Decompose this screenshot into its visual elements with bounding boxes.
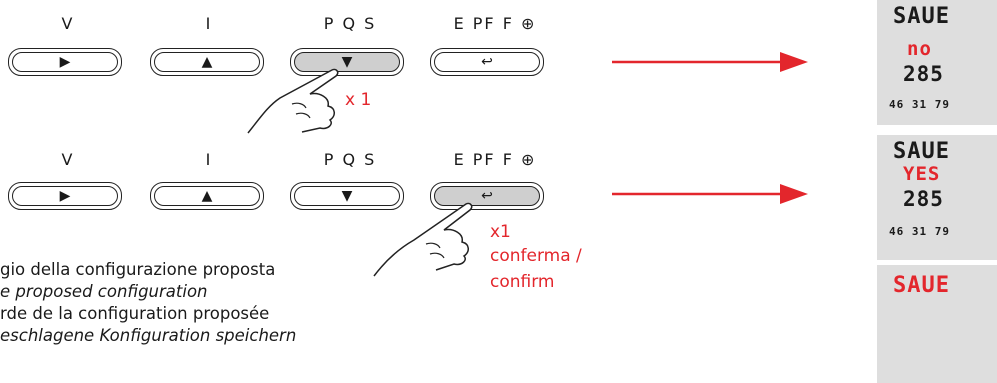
label-epf-row2: E PF F ⊕ [453, 150, 537, 169]
hand-pointer-icon [247, 68, 339, 134]
label-epf-row1: E PF F ⊕ [453, 14, 537, 33]
lcd-line2: no [907, 38, 932, 60]
label-pqs-row1: P Q S [323, 14, 377, 33]
button-enter[interactable]: ↩ [430, 48, 544, 76]
lcd-line1: SAUE [893, 139, 950, 164]
lcd-display-1: SAUE no 285 46 31 79 [877, 0, 997, 125]
lcd-display-2: SAUE YES 285 46 31 79 [877, 135, 997, 260]
up-arrow-icon: ▲ [201, 54, 213, 70]
play-icon: ▶ [59, 188, 71, 204]
arrow-right-icon [612, 52, 808, 72]
label-i-row2: I [205, 150, 213, 169]
caption-de: eschlagene Konfiguration speichern [0, 326, 297, 345]
button-pqs-2[interactable]: ▼ [290, 182, 404, 210]
press-count-2: x1 [490, 222, 511, 242]
enter-icon: ↩ [481, 188, 493, 204]
button-v-2[interactable]: ▶ [8, 182, 122, 210]
lcd-line2: YES [903, 163, 941, 185]
label-pqs-row2: P Q S [323, 150, 377, 169]
caption-en: e proposed configuration [0, 282, 208, 301]
label-v-row2: V [61, 150, 75, 169]
arrow-right-icon [612, 184, 808, 204]
button-enter-2[interactable]: ↩ [430, 182, 544, 210]
hand-pointer-icon [373, 202, 473, 277]
lcd-line1: SAUE [893, 273, 950, 298]
up-arrow-icon: ▲ [201, 188, 213, 204]
button-i[interactable]: ▲ [150, 48, 264, 76]
lcd-line3: 285 [903, 62, 944, 86]
lcd-line1: SAUE [893, 4, 950, 29]
lcd-line4: 46 31 79 [889, 225, 950, 238]
play-icon: ▶ [59, 54, 71, 70]
button-v[interactable]: ▶ [8, 48, 122, 76]
confirm-label-en: confirm [490, 272, 555, 292]
enter-icon: ↩ [481, 54, 493, 70]
label-v-row1: V [61, 14, 75, 33]
caption-it: gio della configurazione proposta [0, 260, 276, 279]
confirm-label-it: conferma / [490, 246, 582, 266]
button-pqs[interactable]: ▼ [290, 48, 404, 76]
label-i-row1: I [205, 14, 213, 33]
lcd-line4: 46 31 79 [889, 98, 950, 111]
down-arrow-icon: ▼ [341, 188, 353, 204]
caption-fr: rde de la configuration proposée [0, 304, 270, 323]
down-arrow-icon: ▼ [341, 54, 353, 70]
lcd-display-3: SAUE [877, 265, 997, 383]
lcd-line3: 285 [903, 187, 944, 211]
press-count-1: x 1 [345, 90, 372, 110]
button-i-2[interactable]: ▲ [150, 182, 264, 210]
